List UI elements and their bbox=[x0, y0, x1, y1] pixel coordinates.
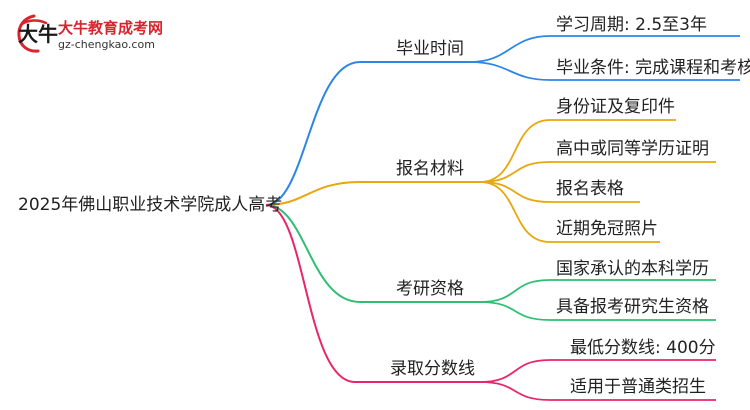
connector-graduation-time-leaf-1 bbox=[469, 61, 740, 81]
leaf-photo: 近期免冠照片 bbox=[556, 219, 658, 239]
connector-admission-score-leaf-0 bbox=[479, 359, 716, 383]
branch-label-admission-score: 录取分数线 bbox=[390, 359, 475, 379]
leaf-min-score: 最低分数线: 400分 bbox=[570, 338, 716, 358]
connector-application-materials-leaf-3 bbox=[479, 181, 660, 243]
connector-root-application-materials bbox=[265, 181, 480, 206]
leaf-diploma-proof: 高中或同等学历证明 bbox=[556, 139, 709, 159]
leaf-id-card: 身份证及复印件 bbox=[556, 97, 675, 117]
site-logo[interactable]: 大牛 大牛教育成考网 gz-chengkao.com bbox=[14, 14, 164, 58]
logo-glyph: 大牛 bbox=[18, 22, 58, 46]
branch-label-postgraduate-eligibility: 考研资格 bbox=[396, 279, 464, 299]
connector-postgraduate-eligibility-leaf-1 bbox=[479, 301, 716, 321]
connector-admission-score-leaf-1 bbox=[479, 381, 716, 401]
logo-url: gz-chengkao.com bbox=[58, 38, 155, 51]
leaf-study-period: 学习周期: 2.5至3年 bbox=[556, 15, 707, 35]
connector-postgraduate-eligibility-leaf-0 bbox=[479, 279, 716, 303]
connector-application-materials-leaf-1 bbox=[479, 161, 716, 183]
logo-title: 大牛教育成考网 bbox=[58, 19, 164, 37]
branch-label-application-materials: 报名材料 bbox=[396, 159, 464, 179]
connector-root-admission-score bbox=[265, 204, 480, 383]
connector-application-materials-leaf-2 bbox=[479, 181, 640, 203]
connector-graduation-time-leaf-0 bbox=[469, 35, 740, 63]
logo-emblem-icon bbox=[17, 14, 48, 53]
leaf-application-form: 报名表格 bbox=[556, 179, 624, 199]
connector-root-graduation-time bbox=[265, 61, 470, 206]
leaf-bachelor-degree: 国家承认的本科学历 bbox=[556, 259, 709, 279]
connector-application-materials-leaf-0 bbox=[479, 119, 676, 183]
leaf-graduation-condition: 毕业条件: 完成课程和考核 bbox=[556, 58, 750, 78]
leaf-postgraduate-qualification: 具备报考研究生资格 bbox=[556, 297, 709, 317]
branch-label-graduation-time: 毕业时间 bbox=[396, 39, 464, 59]
leaf-general-admission: 适用于普通类招生 bbox=[570, 377, 706, 397]
root-topic: 2025年佛山职业技术学院成人高考 bbox=[18, 195, 283, 215]
connector-root-postgraduate-eligibility bbox=[265, 204, 480, 303]
